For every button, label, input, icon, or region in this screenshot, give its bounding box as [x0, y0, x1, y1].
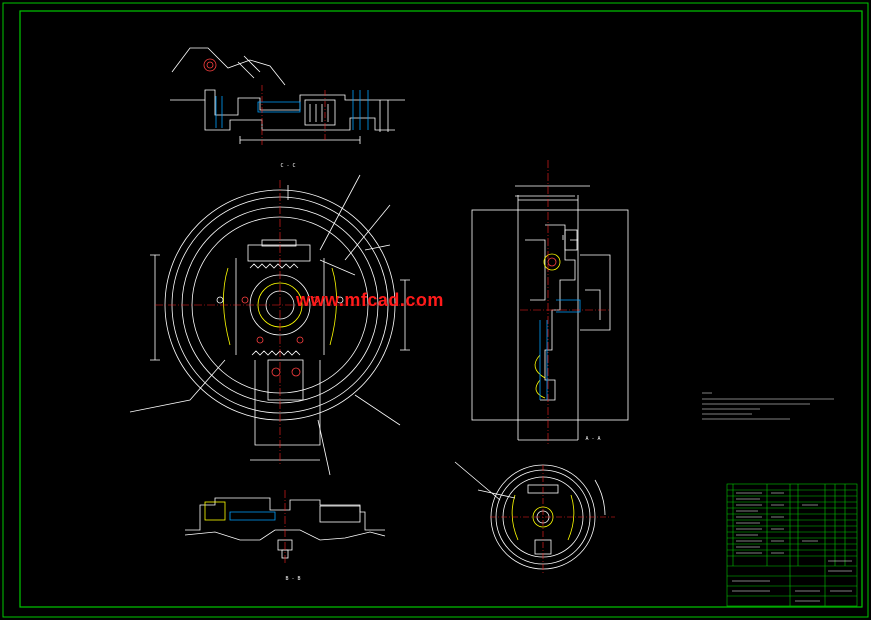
- top-section-view: [170, 47, 405, 144]
- section-label-cc: C - C: [280, 163, 295, 169]
- side-section-view: [471, 185, 629, 441]
- small-front-view: [454, 461, 606, 570]
- main-front-view: [129, 174, 410, 476]
- title-block-text-marks: [732, 492, 852, 602]
- bottom-section-view: [184, 497, 386, 559]
- watermark-text: www.mfcad.com: [296, 290, 444, 310]
- technical-notes: [702, 392, 834, 420]
- inner-border: [19, 10, 863, 608]
- section-label-bb: B - B: [285, 576, 300, 582]
- title-block: [726, 483, 858, 607]
- section-label-aa: A - A: [585, 436, 600, 442]
